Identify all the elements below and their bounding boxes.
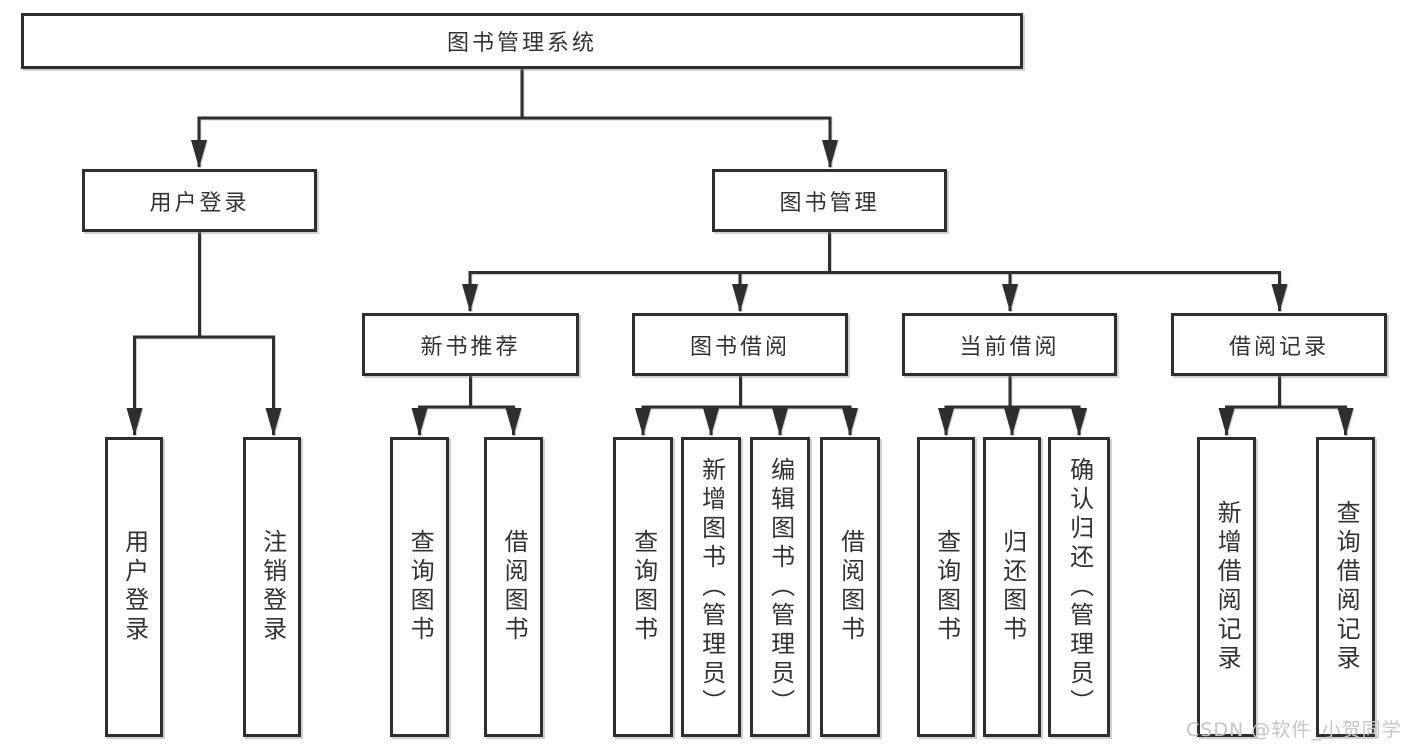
node-borrow-record: 借阅记录 [1171, 313, 1387, 376]
leaf-label: 用户登录 [120, 529, 149, 645]
leaf-borrow-book-recommend: 借阅图书 [484, 437, 543, 737]
leaf-add-borrow-record: 新增借阅记录 [1197, 437, 1256, 737]
leaf-label: 注销登录 [258, 529, 287, 645]
leaf-label: 查询图书 [932, 529, 961, 645]
leaf-label: 借阅图书 [500, 529, 529, 645]
leaf-label: 新增图书（管理员） [697, 456, 726, 718]
node-library-system-root: 图书管理系统 [21, 13, 1023, 69]
node-current-borrow: 当前借阅 [902, 313, 1117, 376]
leaf-label: 借阅图书 [836, 529, 865, 645]
leaf-logout: 注销登录 [243, 437, 301, 737]
leaf-query-book-current: 查询图书 [917, 437, 975, 737]
leaf-query-borrow-record: 查询借阅记录 [1316, 437, 1375, 737]
leaf-label: 新增借阅记录 [1213, 500, 1242, 674]
leaf-edit-book-admin: 编辑图书（管理员） [750, 437, 810, 737]
node-book-management: 图书管理 [712, 169, 947, 232]
node-user-login: 用户登录 [82, 169, 317, 232]
leaf-return-book: 归还图书 [983, 437, 1041, 737]
leaf-label: 确认归还（管理员） [1065, 456, 1094, 718]
leaf-label: 归还图书 [998, 529, 1027, 645]
leaf-confirm-return-admin: 确认归还（管理员） [1048, 437, 1110, 737]
leaf-borrow-book: 借阅图书 [820, 437, 880, 737]
node-book-borrow: 图书借阅 [632, 313, 848, 376]
leaf-label: 编辑图书（管理员） [766, 456, 795, 718]
csdn-watermark: CSDN @软件_小贺同学 [1186, 719, 1402, 741]
node-new-book-recommend: 新书推荐 [362, 313, 579, 376]
leaf-query-book-borrow: 查询图书 [613, 437, 673, 737]
leaf-add-book-admin: 新增图书（管理员） [681, 437, 741, 737]
leaf-label: 查询借阅记录 [1332, 500, 1361, 674]
leaf-label: 查询图书 [629, 529, 658, 645]
leaf-label: 查询图书 [406, 529, 435, 645]
leaf-query-book-recommend: 查询图书 [390, 437, 449, 737]
leaf-user-login: 用户登录 [105, 437, 163, 737]
